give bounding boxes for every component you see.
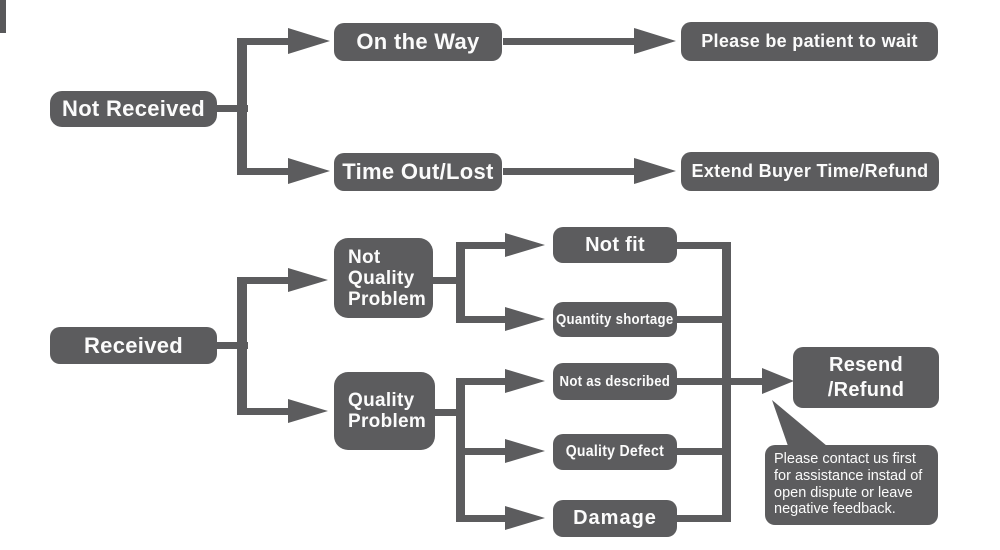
- arrow-head-icon: [288, 399, 328, 423]
- connector-to-not-as-described: [456, 378, 505, 385]
- node-extend-buyer-time-refund: Extend Buyer Time/Refund: [681, 152, 939, 191]
- connector-to-quality-problem: [237, 408, 288, 415]
- node-please-be-patient: Please be patient to wait: [681, 22, 938, 61]
- arrow-head-icon: [634, 158, 676, 184]
- collector-from-damage: [677, 515, 722, 522]
- connector-to-quality-defect: [456, 448, 505, 455]
- connector-to-damage: [456, 515, 505, 522]
- collector-from-not-as-described: [677, 378, 731, 385]
- node-damage: Damage: [553, 500, 677, 537]
- node-quality-defect: Quality Defect: [553, 434, 677, 470]
- node-label: Quality Defect: [565, 443, 665, 460]
- node-resend-refund: Resend /Refund: [793, 347, 939, 408]
- collector-from-not-fit: [677, 242, 722, 249]
- arrow-head-icon: [505, 439, 545, 463]
- arrow-head-icon: [762, 368, 794, 394]
- connector-received-branch: [237, 277, 247, 415]
- connector-not-received-branch: [237, 38, 247, 175]
- note-bubble: Please contact us first for assistance i…: [765, 445, 938, 525]
- connector-qp-stub: [435, 409, 465, 416]
- node-on-the-way: On the Way: [334, 23, 502, 61]
- arrow-head-icon: [634, 28, 676, 54]
- node-quantity-shortage: Quantity shortage: [553, 302, 677, 337]
- node-received: Received: [50, 327, 217, 364]
- note-bubble-tail: [772, 400, 827, 446]
- arrow-head-icon: [288, 158, 330, 184]
- connector-nqp-stub: [433, 277, 465, 284]
- arrow-head-icon: [505, 233, 545, 257]
- connector-to-on-the-way: [237, 38, 288, 45]
- node-not-received: Not Received: [50, 91, 217, 127]
- collector-from-quantity-shortage: [677, 316, 722, 323]
- collector-vertical-line: [722, 242, 731, 522]
- connector-to-not-fit: [456, 242, 505, 249]
- screen-edge-artifact: [0, 0, 6, 33]
- connector-time-out-to-extend: [503, 168, 634, 175]
- node-not-fit: Not fit: [553, 227, 677, 263]
- arrow-head-icon: [505, 506, 545, 530]
- arrow-head-icon: [288, 268, 328, 292]
- connector-on-the-way-to-wait: [503, 38, 634, 45]
- node-label: Quantity shortage: [556, 311, 674, 328]
- collector-from-quality-defect: [677, 448, 722, 455]
- connector-to-time-out: [237, 168, 288, 175]
- connector-to-resend-refund: [731, 378, 762, 385]
- connector-not-received-stub: [217, 105, 248, 112]
- connector-nqp-branch: [456, 242, 465, 323]
- node-time-out-lost: Time Out/Lost: [334, 153, 502, 191]
- node-not-as-described: Not as described: [553, 363, 677, 400]
- node-quality-problem: Quality Problem: [334, 372, 435, 450]
- arrow-head-icon: [505, 369, 545, 393]
- arrow-head-icon: [505, 307, 545, 331]
- connector-received-stub: [217, 342, 248, 349]
- connector-to-not-quality-problem: [237, 277, 288, 284]
- node-not-quality-problem: Not Quality Problem: [334, 238, 433, 318]
- arrow-head-icon: [288, 28, 330, 54]
- connector-to-quantity-shortage: [456, 316, 505, 323]
- node-label: Not as described: [559, 373, 671, 390]
